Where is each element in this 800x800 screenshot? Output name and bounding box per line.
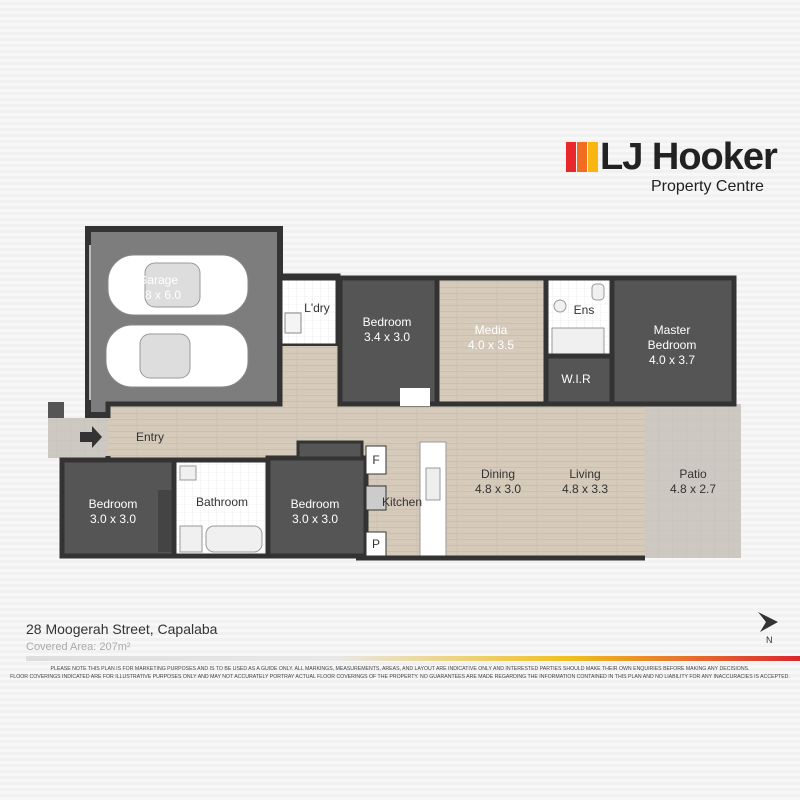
bedroom-top-size: 3.4 x 3.0 (364, 330, 410, 344)
bedroom-mid-size: 3.0 x 3.0 (292, 512, 338, 526)
garage-label: Garage (138, 273, 178, 287)
covered-area: Covered Area: 207m² (26, 641, 131, 653)
property-address: 28 Moogerah Street, Capalaba (26, 621, 218, 637)
bedroom-left-size: 3.0 x 3.0 (90, 512, 136, 526)
north-arrow-icon (758, 612, 778, 632)
media-size: 4.0 x 3.5 (468, 338, 514, 352)
bath-icon (205, 525, 263, 553)
wir-label: W.I.R (561, 372, 591, 386)
cooktop-icon (365, 485, 387, 511)
media-label: Media (475, 323, 508, 337)
brand-rule (26, 656, 800, 661)
bedroom-mid-label: Bedroom (291, 497, 340, 511)
covered-area-label: Covered Area: (26, 641, 97, 653)
shower-icon (179, 525, 203, 553)
dining-living-floor (440, 404, 645, 558)
entry-label: Entry (136, 430, 164, 444)
kitchen-bench-top (296, 440, 364, 460)
basin-icon (553, 299, 567, 313)
bedroom-top-label: Bedroom (363, 315, 412, 329)
media-floor (434, 275, 549, 407)
bedroom-left-floor (59, 457, 177, 559)
disclaimer: PLEASE NOTE THIS PLAN IS FOR MARKETING P… (10, 665, 790, 681)
hall-floor-upper (280, 346, 340, 406)
garage-size: 5.8 x 6.0 (135, 288, 181, 302)
disclaimer-line-1: PLEASE NOTE THIS PLAN IS FOR MARKETING P… (50, 666, 750, 672)
brand-name: LJ Hooker (600, 136, 778, 178)
north-label: N (766, 635, 773, 645)
living-size: 4.8 x 3.3 (562, 482, 608, 496)
fridge-icon (365, 445, 387, 475)
bedroom-left-label: Bedroom (89, 497, 138, 511)
fridge-label: F (372, 453, 379, 467)
entry-arrow-icon (80, 426, 102, 448)
patio-size: 4.8 x 2.7 (670, 482, 716, 496)
shower-icon (551, 327, 605, 355)
living-label: Living (569, 467, 600, 481)
disclaimer-line-2: FLOOR COVERINGS INDICATED ARE FOR ILLUST… (10, 674, 790, 680)
covered-area-value: 207m² (99, 641, 131, 653)
master-label-1: Master (654, 323, 691, 337)
sink-icon (425, 467, 441, 501)
outer-wall-north (105, 275, 737, 418)
laundry-label: L'dry (304, 301, 330, 315)
entry-post (48, 402, 64, 418)
car-icon (105, 324, 249, 388)
master-size: 4.0 x 3.7 (649, 353, 695, 367)
ensuite-label: Ens (574, 303, 595, 317)
basin-icon (179, 465, 197, 481)
car-icon (107, 254, 249, 316)
brand-office: Property Centre (651, 178, 764, 195)
patio-floor (645, 404, 741, 558)
laundry-tub-icon (284, 312, 302, 334)
robe-icon (400, 388, 430, 406)
kitchen-label: Kitchen (382, 495, 422, 509)
pantry-label: P (372, 537, 380, 551)
dining-size: 4.8 x 3.0 (475, 482, 521, 496)
toilet-icon (591, 283, 605, 301)
patio-label: Patio (679, 467, 707, 481)
robe-icon (158, 490, 172, 552)
lj-hooker-logo-mark (566, 142, 598, 172)
bathroom-label: Bathroom (196, 495, 248, 509)
master-label-2: Bedroom (648, 338, 697, 352)
dining-label: Dining (481, 467, 515, 481)
